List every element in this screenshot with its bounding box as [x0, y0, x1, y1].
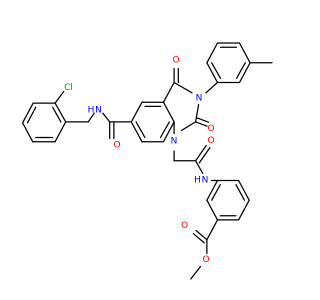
ester-carbonyl-oxygen-label: O	[181, 221, 188, 231]
bond-inner	[26, 106, 37, 124]
chemical-structure-canvas: Cl N H O O N O N O N H O O	[21, 42, 273, 280]
bond	[173, 81, 193, 94]
bond-inner	[235, 184, 246, 201]
carbonyl-oxygen-c2-label: O	[207, 124, 214, 134]
molecule-drawing: Cl N H O O N O N O N H O O	[21, 42, 273, 280]
bonds	[21, 42, 273, 280]
bond	[180, 121, 197, 132]
bond	[194, 121, 208, 127]
bond	[192, 233, 205, 244]
bond	[190, 265, 202, 280]
bond-inner	[235, 62, 246, 79]
chlorine-label: Cl	[64, 83, 73, 93]
amide-oxygen-label: O	[113, 141, 120, 151]
bond-inner	[159, 121, 170, 139]
bond	[206, 199, 219, 221]
bond	[21, 102, 34, 124]
amide-nitrogen-label: N	[95, 106, 102, 116]
aniline-nitrogen-label: N	[202, 176, 209, 186]
bond	[206, 179, 219, 201]
bond	[54, 121, 67, 143]
bond	[21, 122, 34, 143]
bond	[162, 101, 175, 123]
bond	[194, 144, 207, 162]
ester-oxygen-label: O	[202, 255, 209, 265]
atom-labels: Cl N H O O N O N O N H O O	[64, 56, 214, 266]
bond	[206, 42, 219, 64]
bond-inner	[135, 121, 146, 139]
bond-inner	[211, 62, 222, 79]
bond	[54, 90, 65, 104]
bond	[130, 121, 143, 143]
bond	[205, 81, 219, 94]
bond	[194, 160, 204, 175]
amide-hydrogen-label: H	[88, 106, 95, 116]
bond	[238, 42, 251, 64]
bond	[198, 146, 211, 164]
bond-inner	[211, 184, 221, 201]
ring-nitrogen-n1-label: N	[171, 137, 178, 147]
bond-inner	[52, 106, 62, 123]
bond	[237, 199, 250, 221]
bond	[237, 179, 250, 201]
carbonyl-oxygen-c4-label: O	[172, 56, 179, 66]
acetamide-oxygen-label: O	[207, 136, 214, 146]
bond	[206, 62, 219, 84]
bond	[196, 117, 210, 123]
bond	[238, 62, 251, 84]
bond	[194, 103, 200, 123]
bond	[54, 102, 67, 123]
bond	[87, 112, 95, 123]
aniline-hydrogen-label: H	[194, 176, 201, 186]
bond	[162, 121, 175, 143]
bond	[195, 229, 208, 241]
ring-nitrogen-n3-label: N	[196, 94, 203, 104]
bond	[130, 101, 143, 123]
bond	[206, 219, 219, 241]
bond	[162, 81, 175, 103]
bond	[102, 112, 111, 123]
